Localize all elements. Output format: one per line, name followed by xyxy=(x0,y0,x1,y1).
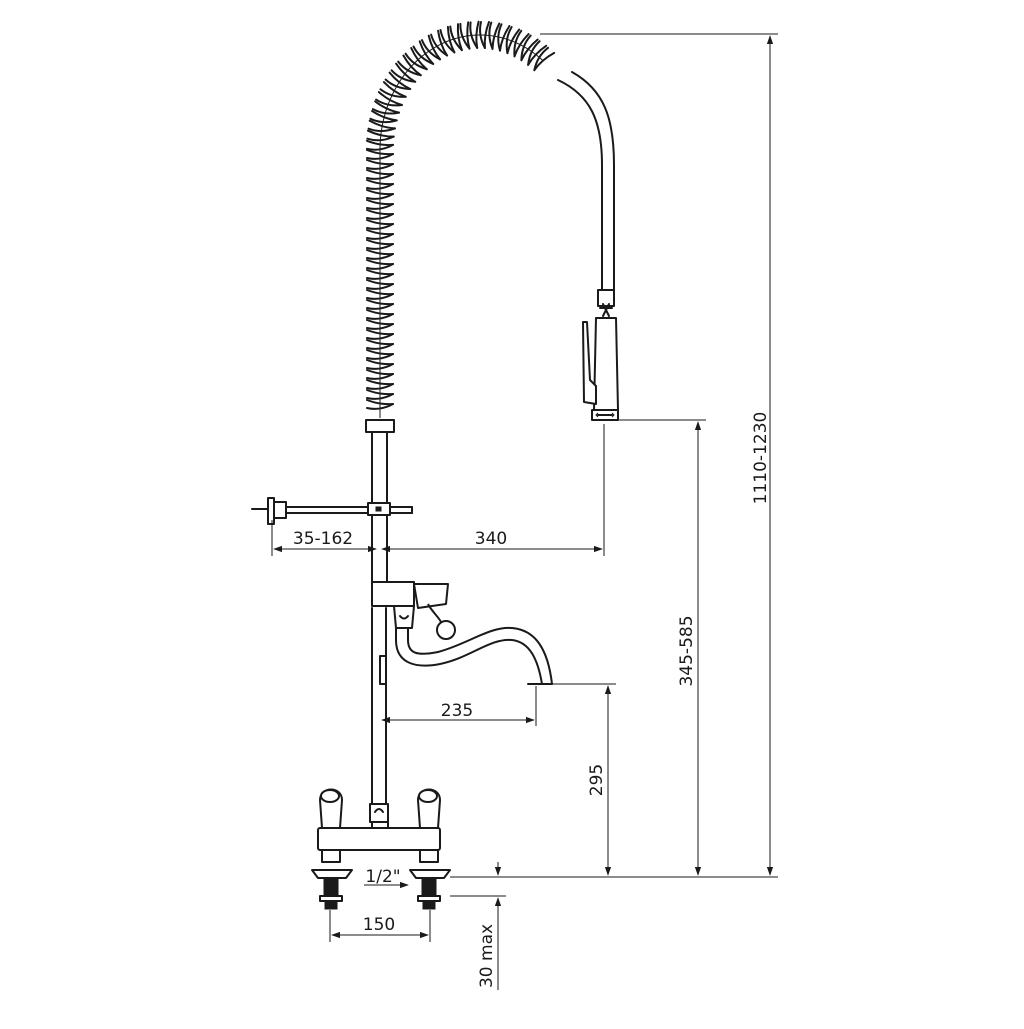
spring-coil-back xyxy=(427,34,441,61)
spring-coil-back xyxy=(410,47,428,71)
label-deck-thickness: 30 max xyxy=(477,924,497,988)
dimension-lines xyxy=(273,35,774,990)
spring-coil-back xyxy=(377,91,403,106)
label-bracket-reach: 35-162 xyxy=(293,529,353,549)
spring-coil-back xyxy=(367,129,395,138)
spring-coil-back xyxy=(371,110,398,122)
label-spout-reach: 235 xyxy=(441,701,473,721)
spring-coil-back xyxy=(456,23,463,52)
spring-coil-back xyxy=(513,33,530,58)
spring-coil-back xyxy=(366,239,394,246)
mixer-valve xyxy=(371,581,456,640)
spring-coil-back xyxy=(366,159,394,166)
spring-coil-back xyxy=(366,359,394,366)
label-inlet-thread: 1/2" xyxy=(365,867,400,887)
spring-coil-back xyxy=(366,379,394,386)
label-total-height: 1110-1230 xyxy=(751,412,771,505)
spring-coil-back xyxy=(366,229,394,236)
spring-coil-back xyxy=(446,25,456,54)
spring-coil-back xyxy=(366,399,394,406)
extension-lines xyxy=(271,33,778,942)
deck-mixer-body xyxy=(311,788,451,910)
label-spray-height: 345-585 xyxy=(677,615,697,686)
flexible-hose xyxy=(557,79,603,291)
pre-rinse-spray-head xyxy=(582,289,619,421)
spring-coil-back xyxy=(388,71,412,90)
spring-coil-back xyxy=(527,44,548,66)
spring-coil-back xyxy=(366,329,394,336)
spring-coil-back xyxy=(466,21,471,50)
spring-coil-back xyxy=(475,20,480,49)
spring-coil-back xyxy=(366,369,394,376)
spring-coil xyxy=(366,20,556,418)
spring-coil-back xyxy=(368,119,396,130)
flexible-hose-outer xyxy=(571,71,615,291)
spring-coil-back xyxy=(366,209,394,216)
spring-coil-back xyxy=(499,25,511,52)
spring-coil-back xyxy=(366,339,394,346)
spring-coil-back xyxy=(366,189,394,196)
spring-coil-back xyxy=(366,169,394,176)
spring-coil-back xyxy=(366,319,394,326)
wall-bracket xyxy=(251,497,413,525)
spring-coil-back xyxy=(418,40,435,65)
spring-coil-back xyxy=(366,279,394,286)
riser-pipe xyxy=(365,419,395,807)
spring-coil-back xyxy=(491,22,501,50)
spring-coil-back xyxy=(366,299,394,306)
spring-coil-back xyxy=(520,38,539,62)
spring-coil-back xyxy=(366,349,394,356)
spring-coil-back xyxy=(366,269,394,276)
spring-coil-back xyxy=(366,289,394,296)
spring-coil-back xyxy=(366,179,394,186)
spring-coil-back xyxy=(483,21,490,49)
label-spout-height: 295 xyxy=(587,764,607,796)
spring-coil-back xyxy=(366,219,394,226)
spring-coil-back xyxy=(382,81,407,98)
spring-coil-back xyxy=(506,28,521,55)
spring-coil-back xyxy=(366,149,394,156)
spring-coil-back xyxy=(366,249,394,256)
label-inlet-spacing: 150 xyxy=(363,915,395,935)
spring-core xyxy=(379,34,544,418)
spring-coil-back xyxy=(437,29,449,57)
spring-coil-back xyxy=(366,199,394,206)
spring-coil-back xyxy=(366,389,394,396)
spring-coil-back xyxy=(533,51,556,72)
spring-coil-back xyxy=(402,54,422,77)
spring-coil-back xyxy=(366,259,394,266)
spring-coil-back xyxy=(395,62,417,83)
spring-coil-back xyxy=(366,309,394,316)
label-spray-reach: 340 xyxy=(475,529,507,549)
swivel-spout xyxy=(395,626,553,685)
spring-coil-back xyxy=(366,139,394,147)
spring-coil-back xyxy=(374,100,400,114)
